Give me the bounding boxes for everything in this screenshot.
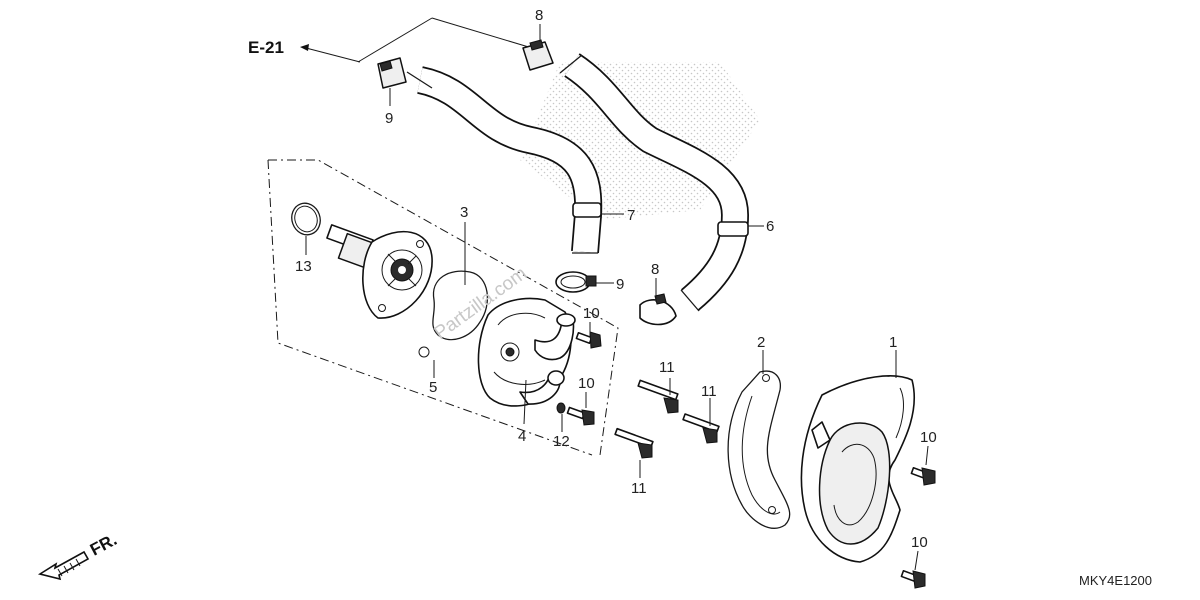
reference-e21: E-21 — [248, 17, 533, 63]
bolt-10-b — [566, 406, 595, 426]
clamp-9-mid — [555, 271, 597, 293]
callout-11b: 11 — [701, 383, 717, 400]
callout-4: 4 — [518, 428, 526, 445]
callout-5: 5 — [429, 379, 437, 396]
callout-11c: 11 — [631, 480, 647, 497]
bolt-11-c — [614, 427, 654, 459]
cover-gasket-2 — [727, 370, 791, 529]
callout-11a: 11 — [659, 359, 675, 376]
bolt-11-a — [637, 379, 679, 414]
callouts: 1 2 3 4 5 6 7 8 8 9 9 10 10 10 10 11 11 … — [295, 7, 937, 551]
clamp-8-mid — [639, 293, 677, 326]
callout-12: 12 — [553, 433, 570, 450]
hose-6 — [559, 53, 749, 312]
o-ring-13 — [291, 202, 321, 236]
front-marker: FR. — [37, 530, 120, 581]
leader-lines — [305, 24, 929, 571]
callout-10b: 10 — [578, 375, 595, 392]
bolt-10-a — [575, 331, 602, 349]
callout-8a: 8 — [535, 7, 543, 24]
diagram-code: MKY4E1200 — [1079, 573, 1152, 588]
clamp-8-top — [522, 39, 554, 71]
bolt-11-b — [682, 413, 720, 444]
gasket-5 — [418, 270, 489, 358]
callout-2: 2 — [757, 334, 765, 351]
callout-9a: 9 — [385, 110, 393, 127]
assembly-box — [267, 159, 619, 456]
callout-10d: 10 — [911, 534, 928, 551]
callout-3: 3 — [460, 204, 468, 221]
bolt-10-d — [900, 569, 926, 589]
callout-9b: 9 — [616, 276, 624, 293]
impeller-assembly — [326, 224, 433, 319]
washer-12 — [556, 402, 566, 414]
callout-10a: 10 — [583, 305, 600, 322]
reference-label: E-21 — [248, 38, 284, 57]
callout-8b: 8 — [651, 261, 659, 278]
callout-13: 13 — [295, 258, 312, 275]
pump-housing-4 — [477, 297, 576, 407]
callout-7: 7 — [627, 207, 635, 224]
callout-10c: 10 — [920, 429, 937, 446]
front-marker-label: FR. — [87, 530, 120, 560]
pump-cover-1 — [800, 375, 916, 563]
bolt-10-c — [910, 466, 936, 486]
callout-1: 1 — [889, 334, 897, 351]
callout-6: 6 — [766, 218, 774, 235]
hose-7 — [406, 66, 603, 254]
clamp-9-top — [377, 57, 407, 89]
